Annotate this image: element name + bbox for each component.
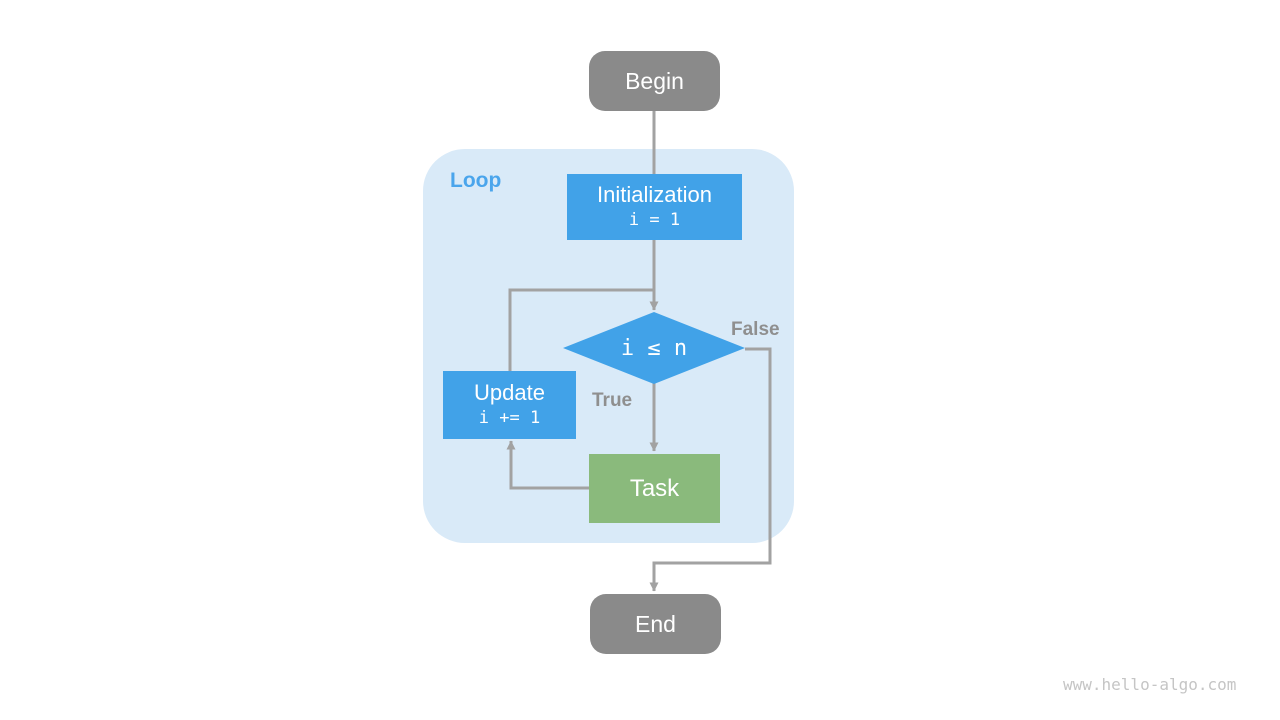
- initialization-node: Initialization i = 1: [567, 174, 742, 240]
- begin-node-label: Begin: [625, 67, 684, 94]
- task-node: Task: [589, 454, 720, 523]
- watermark: www.hello-algo.com: [1063, 675, 1237, 694]
- false-edge-label: False: [731, 319, 780, 340]
- initialization-node-title: Initialization: [597, 182, 712, 207]
- update-node-title: Update: [474, 380, 545, 405]
- task-node-label: Task: [629, 474, 680, 502]
- condition-diamond-label: i ≤ n: [620, 335, 688, 361]
- edge-condition-false-to-end: [649, 347, 772, 592]
- end-node-label: End: [635, 610, 676, 637]
- begin-node: Begin: [589, 51, 720, 111]
- end-node: End: [590, 594, 721, 654]
- initialization-node-code: i = 1: [628, 210, 681, 230]
- edge-update-merge: [508, 288, 655, 371]
- true-edge-label: True: [592, 390, 633, 411]
- edge-task-to-update: [506, 440, 589, 490]
- loop-label: Loop: [450, 169, 502, 192]
- update-node: Update i += 1: [443, 371, 576, 439]
- update-node-code: i += 1: [478, 408, 541, 428]
